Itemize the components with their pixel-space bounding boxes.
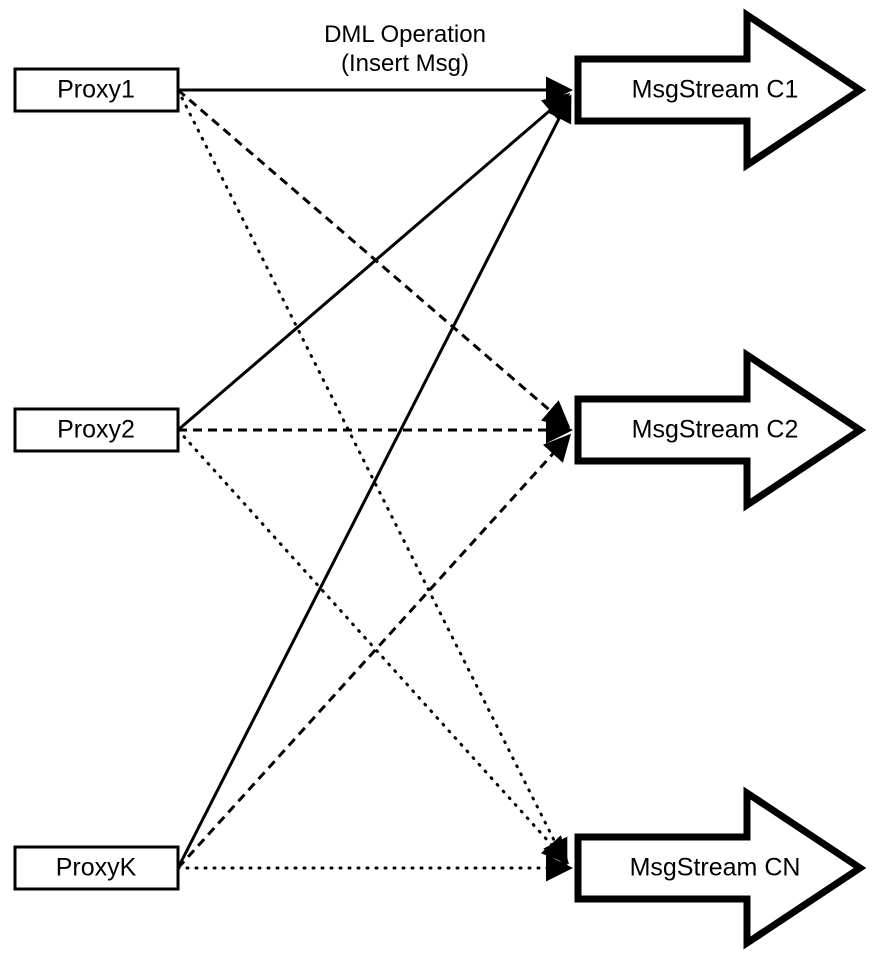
proxy1-box[interactable]	[13, 67, 180, 113]
node-msgstream-cn[interactable]: MsgStream CN	[574, 786, 867, 950]
node-proxyk[interactable]: ProxyK	[13, 845, 180, 891]
edge-label-dml-operation: DML Operation (Insert Msg)	[324, 21, 486, 77]
edge-proxy1-to-cn[interactable]	[176, 88, 568, 867]
edge-proxy1-to-c2[interactable]	[177, 88, 571, 428]
msgstream-cn-arrow-shape[interactable]	[574, 786, 867, 950]
proxy1-label: Proxy1	[57, 76, 135, 104]
edge-label-line2: (Insert Msg)	[341, 50, 469, 77]
edge-group-proxyk	[176, 94, 573, 882]
node-proxy2[interactable]: Proxy2	[13, 407, 180, 453]
proxy2-label: Proxy2	[57, 416, 135, 444]
edge-label-line1: DML Operation	[324, 21, 486, 48]
proxyk-box[interactable]	[13, 845, 180, 891]
msgstream-c2-arrow-shape[interactable]	[574, 348, 867, 512]
edge-proxy2-to-cn[interactable]	[176, 428, 570, 865]
edge-proxy2-to-c1[interactable]	[177, 93, 571, 432]
msgstream-c2-label: MsgStream C2	[632, 416, 799, 444]
msgstream-cn-label: MsgStream CN	[630, 854, 801, 882]
edge-group-proxy2	[176, 93, 573, 865]
msgstream-c1-label: MsgStream C1	[632, 76, 799, 104]
msgstream-c1-arrow-shape[interactable]	[574, 8, 867, 172]
node-msgstream-c1[interactable]: MsgStream C1	[574, 8, 867, 172]
edge-proxyk-to-c1[interactable]	[176, 94, 572, 869]
edge-group-proxy1	[176, 76, 573, 867]
proxyk-label: ProxyK	[56, 854, 137, 882]
proxy2-box[interactable]	[13, 407, 180, 453]
node-proxy1[interactable]: Proxy1	[13, 67, 180, 113]
edge-proxyk-to-c2[interactable]	[176, 433, 572, 870]
node-msgstream-c2[interactable]: MsgStream C2	[574, 348, 867, 512]
